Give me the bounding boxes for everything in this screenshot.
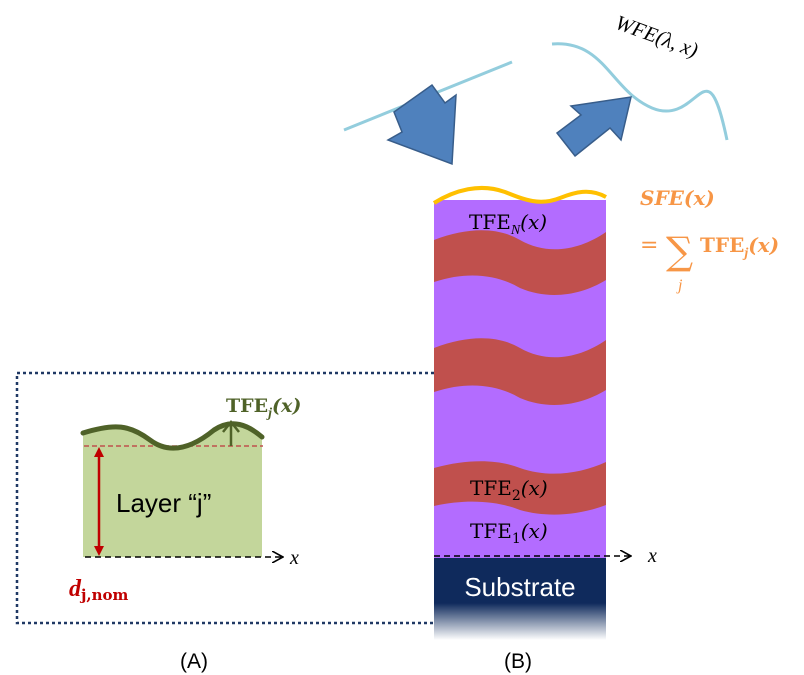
wfe-label: WFE(λ, x) — [612, 10, 701, 62]
sfe-sum-symbol: ∑ — [666, 229, 693, 273]
incident-arrow — [386, 83, 457, 166]
tfe-j-label: TFEj(x) — [226, 395, 301, 421]
layer-red-3 — [434, 461, 606, 515]
reflected-wavefront — [551, 42, 729, 141]
tfe-2-label: TFE2(x) — [470, 476, 548, 504]
layer-j-label: Layer “j” — [116, 488, 211, 518]
layer-red-2 — [434, 338, 606, 405]
reflected-arrow — [555, 96, 632, 158]
tfe-deviation-arrowhead — [222, 419, 240, 433]
stack-top-surface — [432, 185, 607, 205]
panel-b-caption: (B) — [504, 650, 532, 673]
x-axis-label-a: x — [289, 547, 299, 569]
layer-red-1 — [434, 230, 606, 295]
sfe-label: SFE(x) — [640, 186, 715, 210]
sfe-tfe-term: TFEj(x) — [700, 233, 779, 261]
panel-a-caption: (A) — [180, 650, 208, 673]
layer-stack: Substrate TFEN(x) TFE2(x) TFE1(x) — [432, 170, 608, 640]
sfe-equation: SFE(x) = ∑ j TFEj(x) — [640, 186, 779, 294]
d-j-nom-label: dj,nom — [69, 576, 129, 604]
layer-j-surface-wave — [80, 421, 265, 451]
substrate-block — [434, 558, 606, 640]
panel-a: x TFEj(x) Layer “j” dj,nom (A) — [15, 371, 441, 673]
panel-b: WFE(λ, x) Substrate TFEN(x) TFE2(x) TFE1… — [343, 10, 779, 673]
tfe-n-label: TFEN(x) — [469, 210, 547, 238]
sfe-sum-index: j — [676, 277, 683, 294]
layer-j-block — [83, 423, 262, 557]
tfe-1-label: TFE1(x) — [470, 519, 548, 547]
x-axis-label-b: x — [647, 545, 657, 567]
sfe-equals: = — [640, 233, 658, 258]
substrate-label: Substrate — [464, 572, 575, 602]
